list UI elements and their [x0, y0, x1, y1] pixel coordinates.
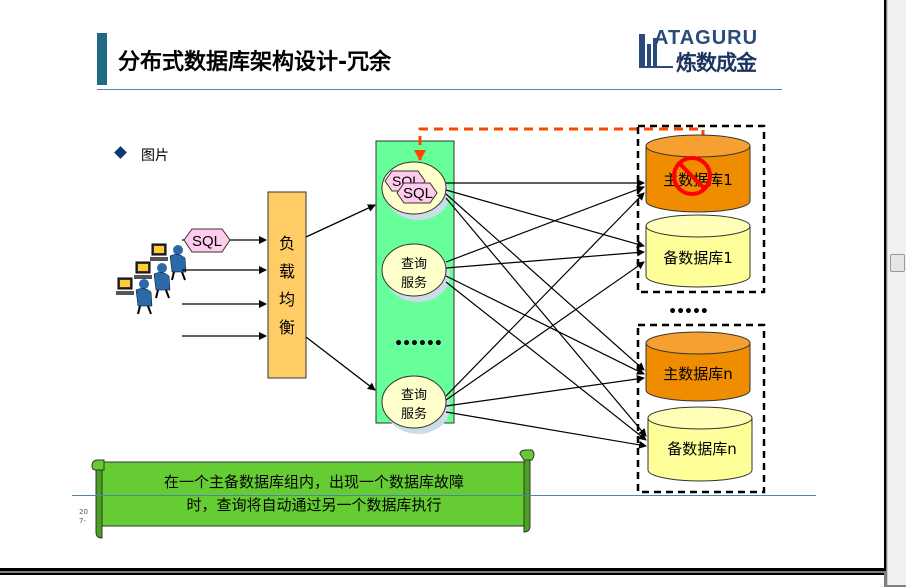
sql-packet-front [396, 182, 438, 204]
failure-no-icon [672, 156, 712, 196]
query-services-ellipsis: •••••• [394, 336, 442, 352]
logo-bar-left [639, 34, 645, 68]
db-group-1 [636, 124, 766, 294]
query-service-label: 查询 [401, 257, 427, 272]
backup-db-n [647, 418, 753, 482]
master-db-1 [645, 146, 751, 213]
logo-chinese-text: 炼数成金 [676, 51, 757, 75]
query-to-db-arrows [445, 179, 647, 449]
failover-arrowhead [414, 150, 426, 161]
master-db-n-top [645, 331, 751, 355]
client-computer-icon [134, 261, 171, 299]
logo-baseline [639, 66, 673, 68]
logo-latin-text: ATAGURU [654, 27, 759, 49]
architecture-diagram: SQL 负 载 均 衡 SQL SQL 查询 服务 •• [91, 124, 766, 539]
client-computer-icon [150, 243, 187, 281]
db-groups-ellipsis: ••••• [668, 304, 708, 320]
load-balancer-char: 衡 [279, 318, 295, 337]
load-balancer-char: 负 [279, 234, 295, 253]
query-service-label: 服务 [401, 406, 427, 422]
client-computer-icon [116, 277, 153, 315]
footer-text: 20 7- [79, 508, 88, 526]
next-slide-preview [0, 573, 884, 587]
ataguru-logo [639, 34, 673, 68]
note-banner [91, 449, 535, 539]
db-group-n [636, 323, 766, 494]
note-banner-line: 在一个主备数据库组内，出现一个数据库故障 [163, 473, 464, 491]
footer-divider [72, 495, 816, 496]
logo-bar-mid [647, 44, 651, 68]
query-service-node [381, 243, 447, 297]
backup-db-n-label: 备数据库n [667, 440, 737, 458]
page-title: 分布式数据库架构设计-冗余 [118, 50, 392, 75]
load-balancer [267, 191, 307, 379]
load-balancer-char: 载 [279, 262, 295, 281]
lb-to-query-arrow [305, 336, 376, 391]
master-db-1-top [645, 134, 751, 158]
backup-db-1 [645, 226, 751, 288]
backup-db-1-label: 备数据库1 [663, 249, 733, 267]
note-banner-text: 在一个主备数据库组内，出现一个数据库故障 时，查询将自动通过另一个数据库执行 [108, 471, 520, 517]
title-accent-bar [97, 33, 107, 85]
query-service-node [381, 375, 447, 429]
sql-tag [183, 228, 231, 253]
footer-line: 20 [79, 508, 88, 516]
scrollbar-thumb[interactable] [890, 254, 905, 272]
footer-line: 7- [79, 517, 86, 525]
backup-db-1-top [645, 214, 751, 238]
query-service-label: 查询 [401, 388, 427, 403]
note-banner-line: 时，查询将自动通过另一个数据库执行 [186, 496, 442, 514]
logo-bar-right [653, 38, 657, 68]
slide: 分布式数据库架构设计-冗余 ATAGURU 炼数成金 图片 [0, 0, 886, 571]
backup-db-n-top [647, 406, 753, 430]
bullet-text: 图片 [141, 148, 169, 164]
sql-tag-label: SQL [192, 233, 222, 250]
sql-packet-front-label: SQL [403, 185, 433, 202]
vertical-scrollbar[interactable] [887, 0, 906, 585]
master-db-n-label: 主数据库n [663, 365, 733, 383]
load-balancer-char: 均 [279, 290, 295, 309]
query-service-label: 服务 [401, 275, 427, 291]
master-db-n [645, 343, 751, 402]
lb-to-query-arrow [305, 204, 376, 238]
title-divider [97, 89, 782, 90]
